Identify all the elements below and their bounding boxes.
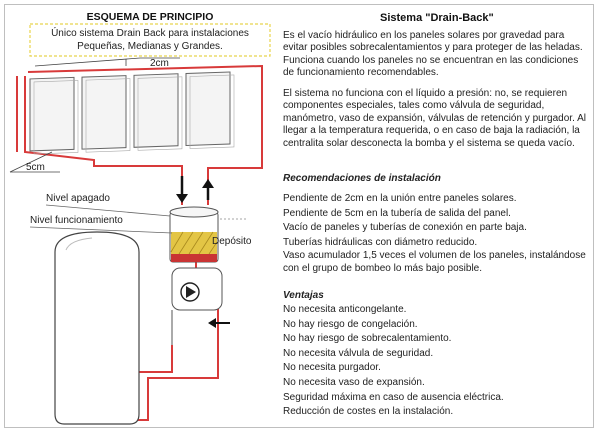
subtitle-line-2: Pequeñas, Medianas y Grandes. xyxy=(77,41,223,52)
slope-bottom-line xyxy=(9,151,53,173)
diagram-title: ESQUEMA DE PRINCIPIO xyxy=(87,11,214,23)
list-item: Reducción de costes en la instalación. xyxy=(283,406,454,418)
slope-bottom-label: 5cm xyxy=(26,162,45,173)
ventajas-list: No necesita anticongelante. No hay riesg… xyxy=(283,303,589,420)
pump-housing xyxy=(171,267,223,311)
solar-panel-1 xyxy=(29,76,75,152)
list-item: No necesita válvula de seguridad. xyxy=(283,347,434,359)
list-item: Vacío de paneles y tuberías de conexión … xyxy=(283,222,527,234)
info-paragraph-2: El sistema no funciona con el líquido a … xyxy=(283,88,586,149)
solar-panel-4 xyxy=(185,71,231,147)
solar-panel-2-glass xyxy=(85,78,131,153)
inlet-arrow-icon xyxy=(208,318,216,328)
list-item: Tuberías hidráulicas con diámetro reduci… xyxy=(283,236,478,248)
list-item: Pendiente de 2cm en la unión entre panel… xyxy=(283,193,517,204)
slope-top-label: 2cm xyxy=(150,58,169,69)
tank-liquid xyxy=(171,232,217,254)
solar-panel-3-glass xyxy=(137,76,183,151)
list-item: Seguridad máxima en caso de ausencia elé… xyxy=(283,391,504,403)
list-item: No hay riesgo de congelación. xyxy=(283,318,418,330)
leader-nivel-funcionamiento xyxy=(29,226,173,234)
pump-circle xyxy=(180,282,200,302)
tank-base xyxy=(171,254,217,262)
subtitle-box xyxy=(29,23,271,57)
drain-back-tank xyxy=(169,206,248,263)
flow-arrow-down-icon xyxy=(176,194,188,203)
ventajas-heading: Ventajas xyxy=(283,290,324,301)
solar-panel-1-glass xyxy=(33,80,79,155)
leader-nivel-apagado xyxy=(45,204,171,217)
pipe-supply-left xyxy=(24,76,183,205)
info-title: Sistema "Drain-Back" xyxy=(380,12,494,24)
solar-panel-3 xyxy=(133,73,179,148)
pump-group xyxy=(171,267,230,345)
list-item: No necesita anticongelante. xyxy=(283,304,407,315)
flow-arrow-up-icon xyxy=(202,179,214,188)
recomendaciones-heading: Recomendaciones de instalación xyxy=(283,173,441,184)
solar-panel-4-glass xyxy=(189,74,235,149)
list-item: No necesita vaso de expansión. xyxy=(283,376,425,388)
solar-panel-2 xyxy=(81,75,127,150)
solar-panels xyxy=(29,71,235,155)
tank-top xyxy=(169,206,219,218)
page-frame xyxy=(4,4,594,428)
storage-tank-body xyxy=(54,231,140,425)
label-nivel-apagado: Nivel apagado xyxy=(46,193,110,204)
storage-tank xyxy=(54,231,140,425)
pump-icon xyxy=(186,286,196,298)
label-nivel-funcionamiento: Nivel funcionamiento xyxy=(30,215,123,226)
recomendaciones-list: Pendiente de 2cm en la unión entre panel… xyxy=(283,192,589,277)
storage-tank-highlight xyxy=(65,237,93,251)
list-item: No hay riesgo de sobrecalentamiento. xyxy=(283,333,452,345)
list-item: Vaso acumulador 1,5 veces el volumen de … xyxy=(283,250,586,274)
subtitle-line-1: Único sistema Drain Back para instalacio… xyxy=(51,26,249,39)
slope-top-line xyxy=(34,57,141,67)
list-item: No necesita purgador. xyxy=(283,362,381,374)
label-deposito: Depósito xyxy=(212,236,252,247)
list-item: Pendiente de 5cm en la tubería de salida… xyxy=(283,207,511,219)
tank-liquid-hatch xyxy=(170,231,218,255)
info-paragraph-1: Es el vacío hidráulico en los paneles so… xyxy=(283,30,583,79)
